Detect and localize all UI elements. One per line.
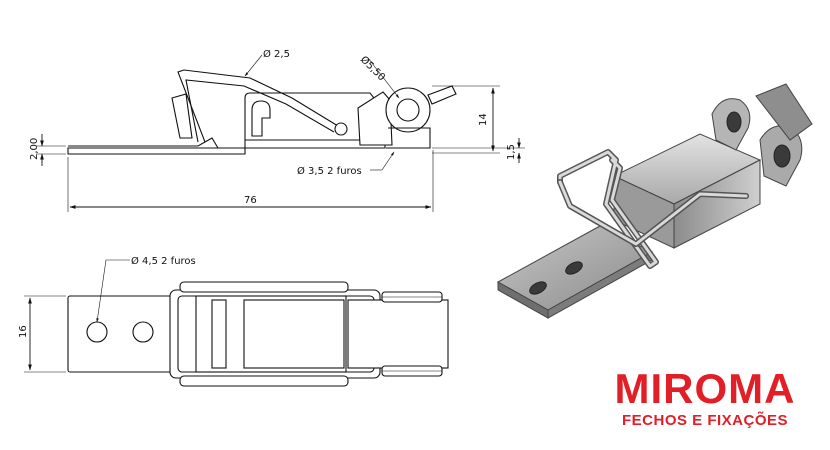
wire-pivot [334, 122, 348, 136]
roller-dia-label: Ø5,50 [358, 54, 388, 84]
top-hole-1 [86, 321, 108, 343]
body-slot [251, 100, 271, 137]
base-thickness-label: 2,00 [29, 138, 40, 160]
top-housing [195, 295, 347, 373]
side-hole-note: Ø 3,5 2 furos [297, 165, 362, 177]
base-plate-profile [67, 147, 246, 155]
top-hole-note: Ø 4,5 2 furos [131, 255, 196, 267]
top-hook [347, 299, 449, 369]
flap [427, 85, 457, 105]
wire-dia-label: Ø 2,5 [263, 48, 290, 60]
isometric-view [496, 83, 813, 319]
side-view [67, 69, 457, 155]
wire-bail-outer [68, 69, 339, 147]
top-hole-2 [132, 321, 154, 343]
top-view [67, 281, 449, 387]
brand-subtitle: FECHOS E FIXAÇÕES [621, 412, 789, 429]
brand-logo: MIROMA FECHOS E FIXAÇÕES [600, 365, 810, 430]
top-wire-cross-upper [179, 281, 349, 293]
height-label: 14 [478, 113, 489, 126]
top-wire-cross-lower [179, 375, 349, 387]
plate-thickness-label: 1,5 [506, 144, 517, 160]
brand-name: MIROMA [614, 365, 796, 412]
top-dimensions: Ø 4,5 2 furos 16 [18, 255, 196, 373]
length-label: 76 [244, 195, 257, 206]
roller-hole [396, 98, 420, 122]
width-label: 16 [18, 325, 29, 338]
